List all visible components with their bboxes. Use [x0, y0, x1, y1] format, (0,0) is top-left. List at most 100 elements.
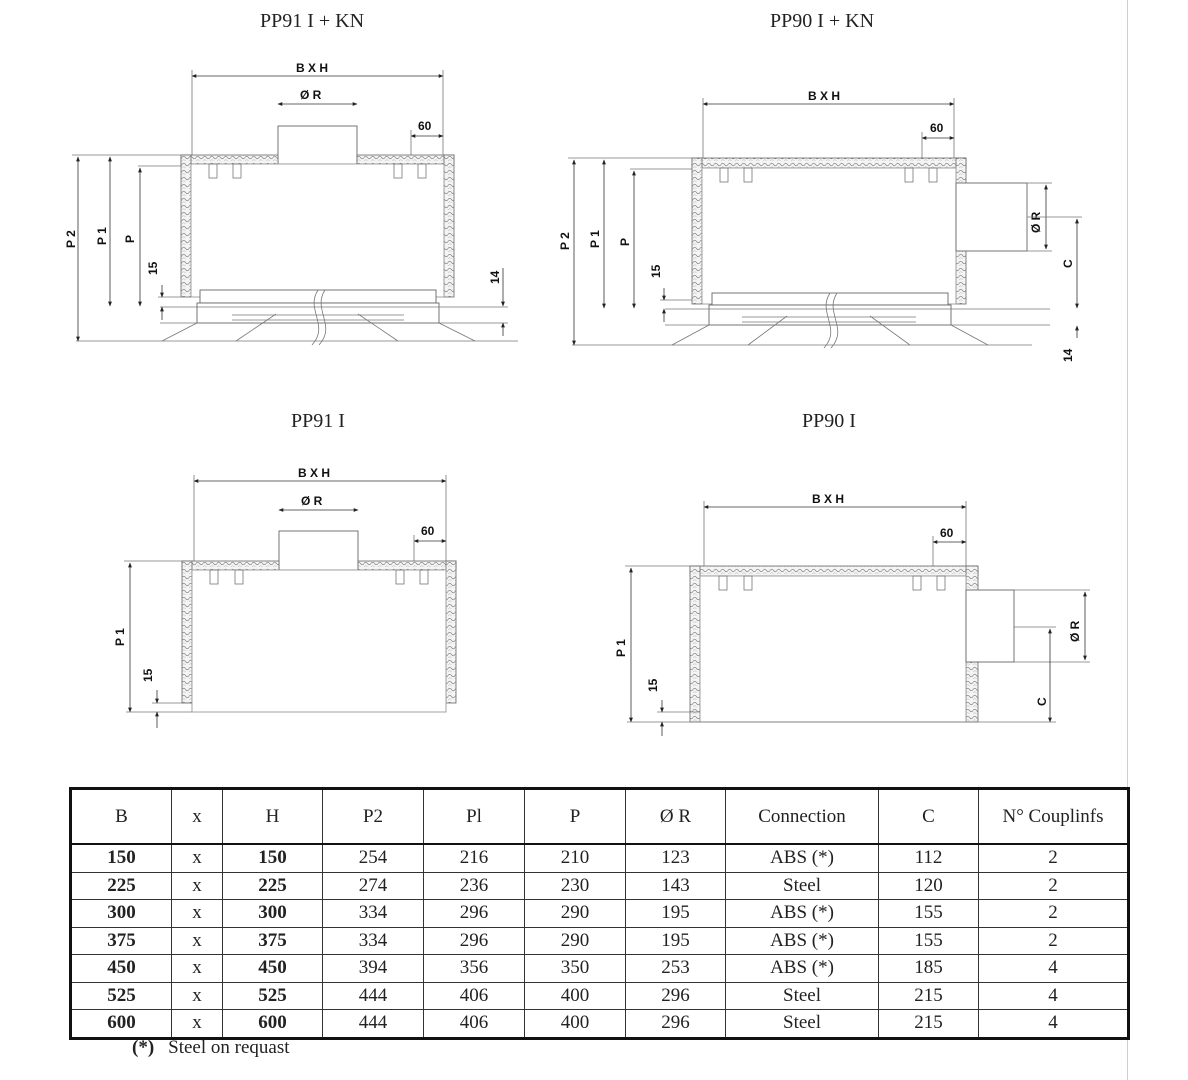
sixty-label: 60 — [421, 524, 435, 538]
cell-c: 155 — [878, 899, 979, 928]
cell-r: 195 — [625, 926, 726, 955]
cell-x: x — [171, 871, 223, 900]
cell-p: 350 — [524, 954, 626, 983]
cell-c: 112 — [878, 843, 979, 873]
bxh-label: B X H — [808, 89, 840, 103]
cell-x: x — [171, 1009, 223, 1039]
cell-b: 600 — [70, 1009, 172, 1039]
cell-x: x — [171, 926, 223, 955]
table-row: 450 x 450 394 356 350 253 ABS (*) 185 4 — [70, 954, 1129, 983]
cell-r: 195 — [625, 899, 726, 928]
p-label: P — [618, 238, 632, 246]
drawing-pp90: B X H 60 Ø R C P 1 15 — [614, 492, 1090, 736]
table-row: 525 x 525 444 406 400 296 Steel 215 4 — [70, 981, 1129, 1010]
cell-b: 525 — [70, 981, 172, 1010]
cell-p1: 406 — [423, 981, 525, 1010]
cell-p: 210 — [524, 843, 626, 873]
title-pp90-kn: PP90 I + KN — [770, 10, 875, 32]
cell-r: 296 — [625, 1009, 726, 1039]
cell-connection: Steel — [725, 871, 879, 900]
footnote: (*)Steel on requast — [132, 1037, 290, 1059]
p2-label: P 2 — [558, 232, 572, 250]
cell-x: x — [171, 843, 223, 873]
col-header-c: C — [878, 788, 979, 845]
collar-top — [277, 125, 358, 165]
cell-p: 400 — [524, 981, 626, 1010]
cell-p2: 334 — [322, 926, 424, 955]
drawing-pp91-kn: B X H Ø R 60 — [64, 61, 518, 346]
cell-p2: 254 — [322, 843, 424, 873]
cell-h: 375 — [222, 926, 323, 955]
col-header-x: x — [171, 788, 223, 845]
r-label: Ø R — [301, 494, 323, 508]
p2-label: P 2 — [64, 230, 78, 248]
r-label: Ø R — [1068, 620, 1082, 642]
cell-h: 450 — [222, 954, 323, 983]
cell-couplings: 4 — [978, 1009, 1129, 1039]
cell-r: 296 — [625, 981, 726, 1010]
cell-connection: ABS (*) — [725, 926, 879, 955]
col-header-r: Ø R — [625, 788, 726, 845]
bxh-label: B X H — [812, 492, 844, 506]
cell-connection: Steel — [725, 981, 879, 1010]
col-header-p1: Pl — [423, 788, 525, 845]
cell-b: 225 — [70, 871, 172, 900]
cell-b: 450 — [70, 954, 172, 983]
col-header-connection: Connection — [725, 788, 879, 845]
cell-p1: 216 — [423, 843, 525, 873]
cell-p1: 296 — [423, 926, 525, 955]
cell-connection: ABS (*) — [725, 843, 879, 873]
cell-r: 143 — [625, 871, 726, 900]
cell-p1: 406 — [423, 1009, 525, 1039]
cell-p: 230 — [524, 871, 626, 900]
page-edge-rule — [1127, 0, 1128, 1080]
cell-c: 185 — [878, 954, 979, 983]
cell-p1: 356 — [423, 954, 525, 983]
cell-p2: 274 — [322, 871, 424, 900]
footnote-text: Steel on requast — [168, 1037, 290, 1058]
fourteen-label: 14 — [1061, 348, 1075, 362]
sixty-label: 60 — [940, 526, 954, 540]
cell-x: x — [171, 899, 223, 928]
cell-connection: ABS (*) — [725, 899, 879, 928]
p1-label: P 1 — [588, 230, 602, 248]
cell-couplings: 2 — [978, 843, 1129, 873]
cell-x: x — [171, 981, 223, 1010]
cell-p: 400 — [524, 1009, 626, 1039]
cell-r: 123 — [625, 843, 726, 873]
cell-p: 290 — [524, 926, 626, 955]
fifteen-label: 15 — [141, 668, 155, 682]
fourteen-label: 14 — [488, 270, 502, 284]
cell-connection: ABS (*) — [725, 954, 879, 983]
c-label: C — [1035, 697, 1049, 706]
sixty-label: 60 — [418, 119, 432, 133]
p-label: P — [123, 235, 137, 243]
cell-b: 150 — [70, 843, 172, 873]
fifteen-label: 15 — [646, 678, 660, 692]
c-label: C — [1061, 259, 1075, 268]
cell-c: 215 — [878, 981, 979, 1010]
p1-label: P 1 — [95, 227, 109, 245]
specifications-table: B x H P2 Pl P Ø R Connection C N° Coupli… — [69, 787, 1130, 1040]
col-header-p2: P2 — [322, 788, 424, 845]
cell-b: 300 — [70, 899, 172, 928]
drawing-pp90-kn: B X H 60 P 2 P 1 P 1 — [558, 89, 1082, 362]
side-collar — [955, 182, 1028, 252]
table-row: 300 x 300 334 296 290 195 ABS (*) 155 2 — [70, 899, 1129, 928]
title-pp90: PP90 I — [802, 410, 856, 432]
cell-p1: 236 — [423, 871, 525, 900]
fifteen-label: 15 — [649, 264, 663, 278]
cell-couplings: 2 — [978, 899, 1129, 928]
technical-drawings: B X H Ø R 60 — [64, 61, 1090, 736]
r-label: Ø R — [300, 88, 322, 102]
table-row: 150 x 150 254 216 210 123 ABS (*) 112 2 — [70, 843, 1129, 873]
title-pp91-kn: PP91 I + KN — [260, 10, 365, 32]
table-row: 600 x 600 444 406 400 296 Steel 215 4 — [70, 1009, 1129, 1039]
fifteen-label: 15 — [146, 261, 160, 275]
col-header-p: P — [524, 788, 626, 845]
cell-r: 253 — [625, 954, 726, 983]
cell-couplings: 4 — [978, 954, 1129, 983]
table-header-row: B x H P2 Pl P Ø R Connection C N° Coupli… — [70, 788, 1129, 845]
cell-p2: 444 — [322, 981, 424, 1010]
bxh-label: B X H — [298, 466, 330, 480]
